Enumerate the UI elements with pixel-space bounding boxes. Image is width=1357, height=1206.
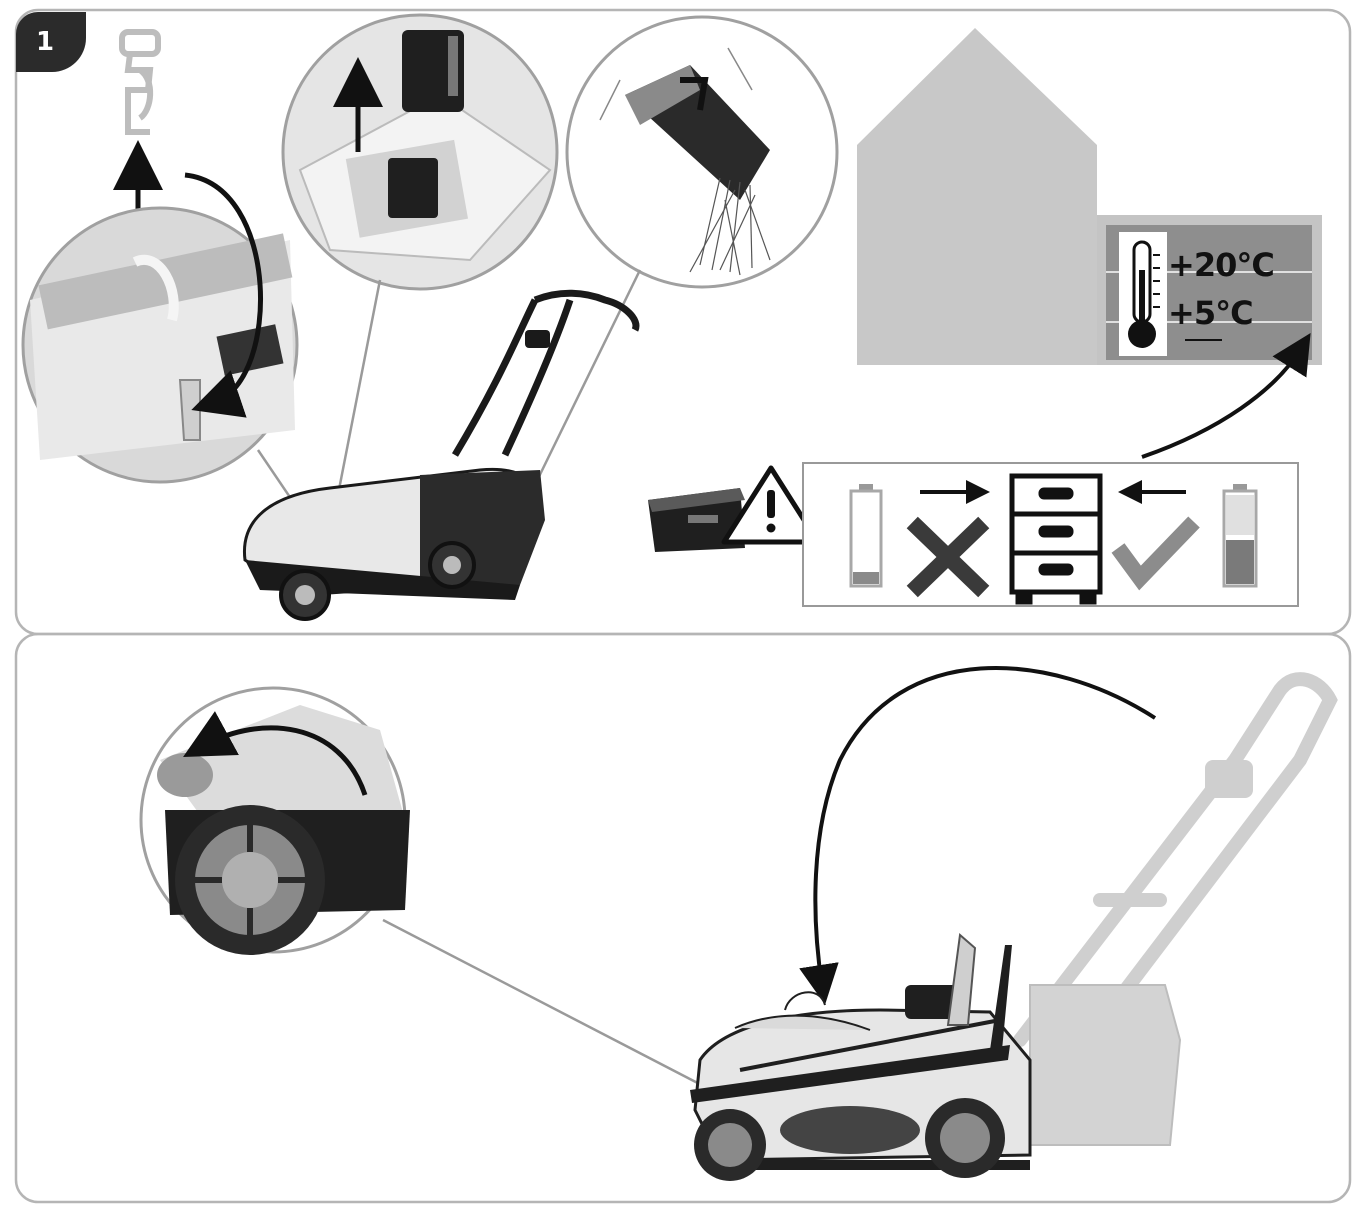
lawn-mower-folded xyxy=(690,672,1338,1181)
wheel-magnifier xyxy=(139,686,410,955)
safety-key-icon xyxy=(119,29,161,135)
step-number-badge: 1 xyxy=(16,12,86,72)
empty-battery-icon xyxy=(849,484,883,588)
curved-arrow-icon xyxy=(184,172,263,418)
leader-line-wheel xyxy=(382,918,716,1094)
thermometer-icon xyxy=(1119,232,1167,356)
fold-handle-arrow-icon xyxy=(799,666,1157,1005)
bottom-panel-frame xyxy=(14,632,1352,1204)
storage-temp-max: +20°C xyxy=(1168,246,1275,284)
lawn-mower-top xyxy=(242,289,640,621)
check-icon xyxy=(1111,516,1200,591)
battery-pack-icon xyxy=(648,488,745,552)
storage-arrow-icon xyxy=(1141,333,1311,459)
storage-temp-min: +5°C xyxy=(1168,294,1254,332)
house-icon xyxy=(857,28,1097,365)
half-charged-battery-icon xyxy=(1222,484,1258,588)
drawer-cabinet-icon xyxy=(1009,473,1103,605)
battery-removal-magnifier xyxy=(281,13,559,291)
warning-triangle-icon xyxy=(721,465,821,545)
cross-icon xyxy=(906,516,990,598)
cleaning-magnifier xyxy=(565,15,839,289)
